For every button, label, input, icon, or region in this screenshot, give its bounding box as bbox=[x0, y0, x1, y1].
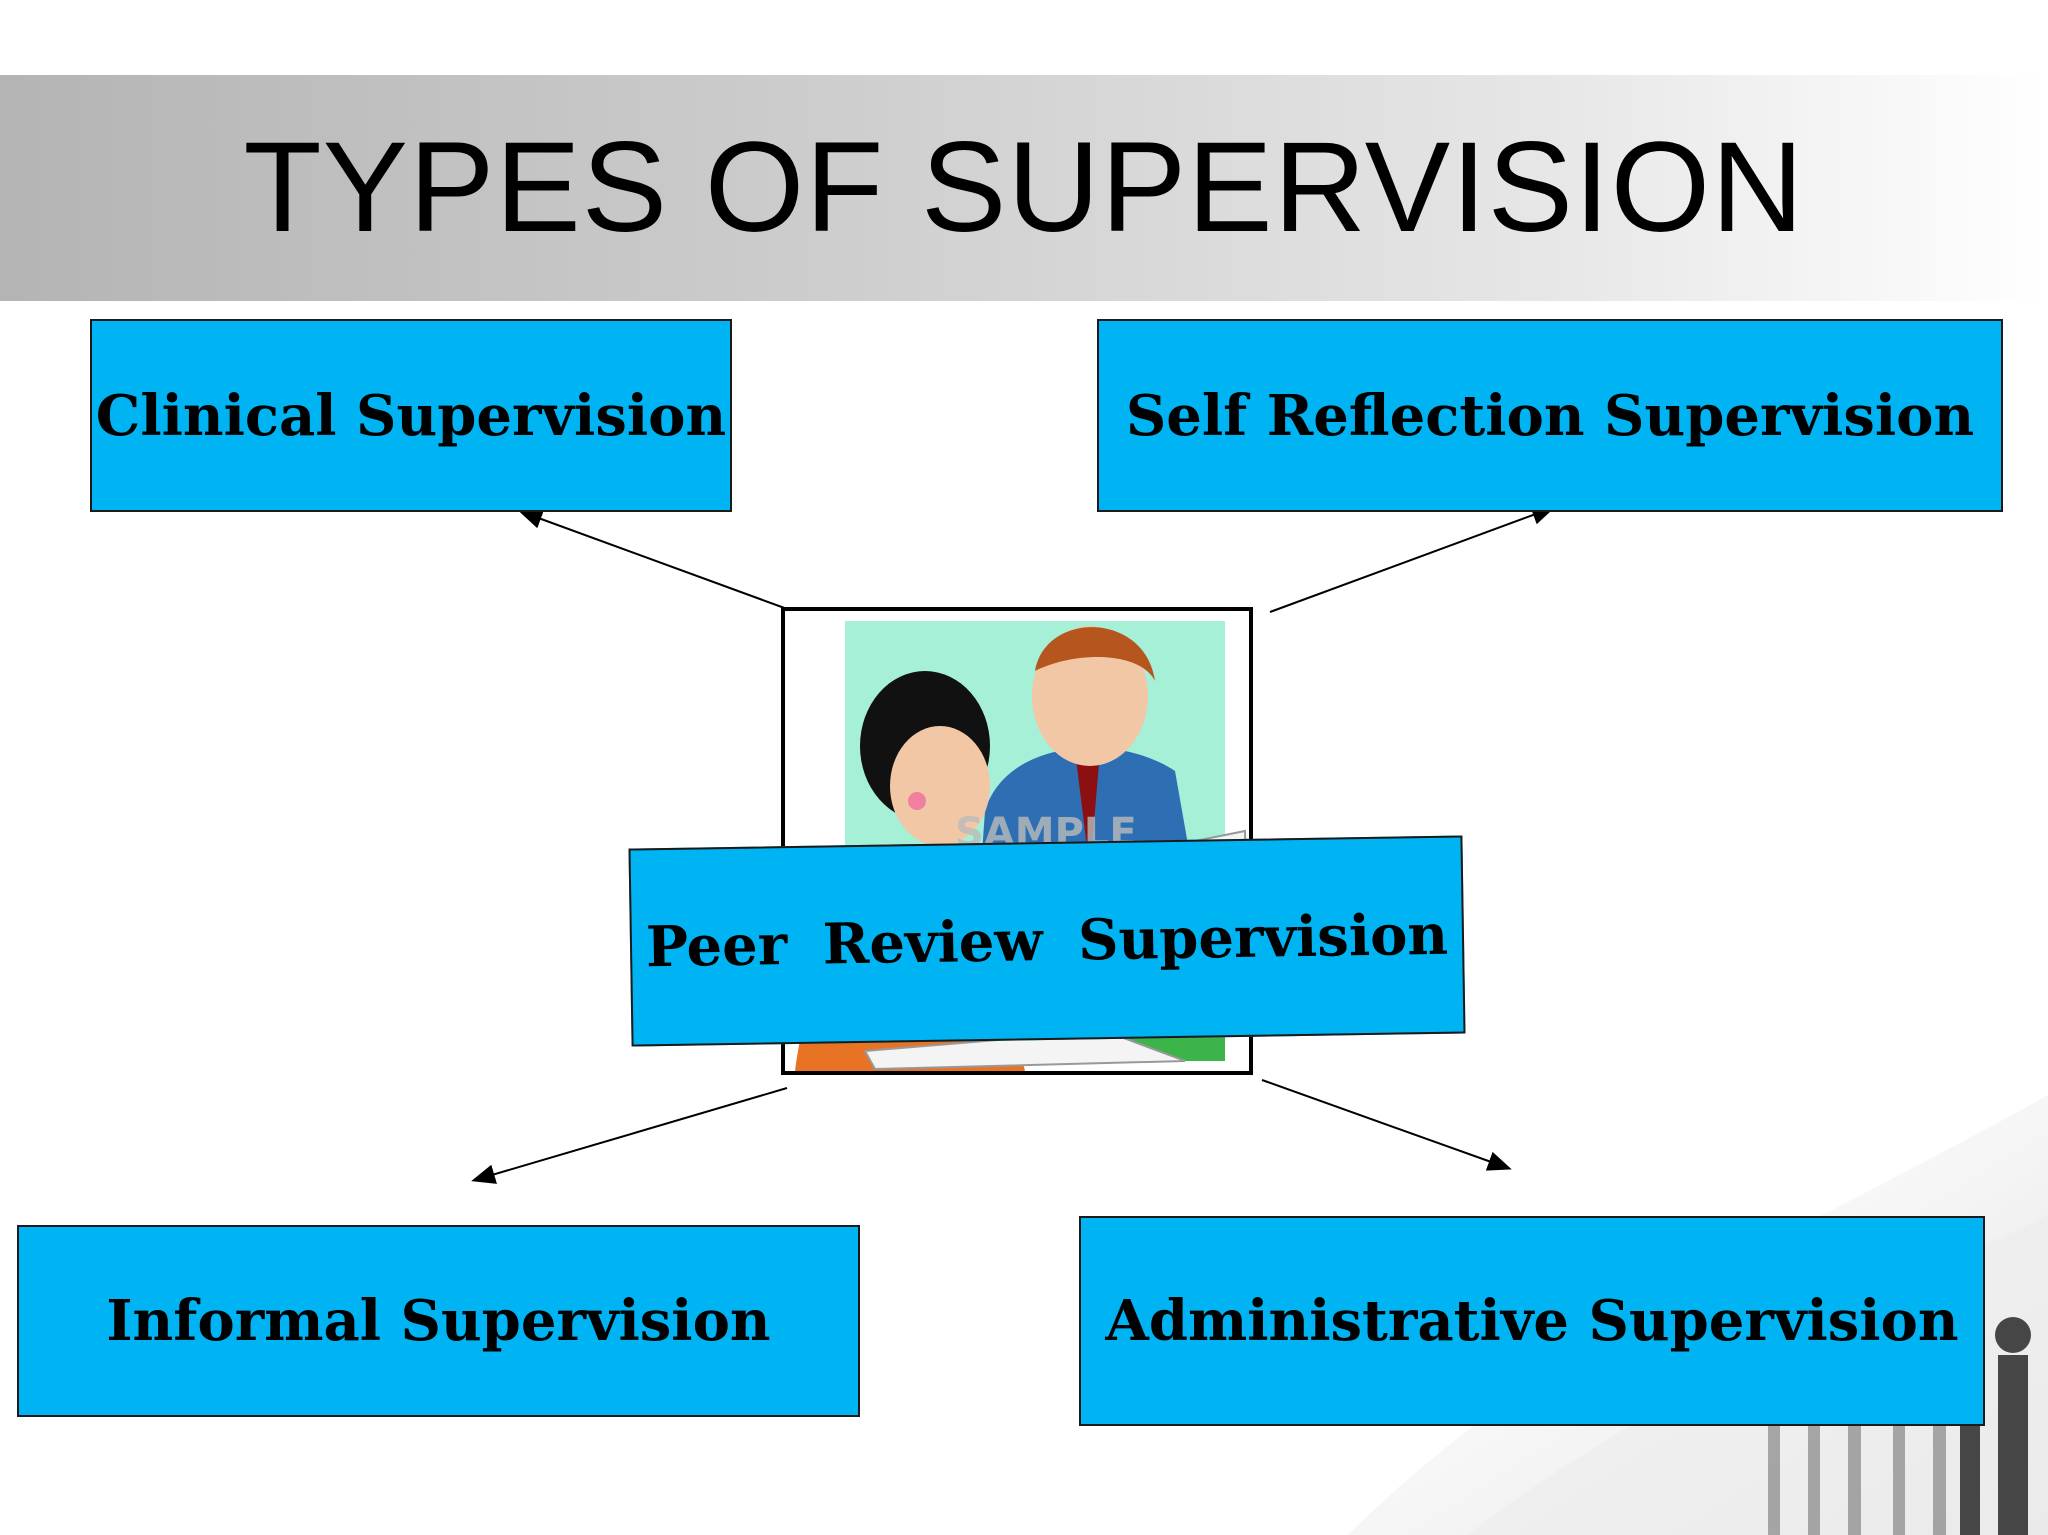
arrow-to-administrative bbox=[1261, 1079, 1512, 1171]
slide-title: TYPES OF SUPERVISION bbox=[243, 116, 1805, 259]
self-reflection-supervision-box: Self Reflection Supervision bbox=[1097, 319, 2003, 512]
arrow-to-clinical bbox=[518, 509, 791, 611]
administrative-supervision-box: Administrative Supervision bbox=[1079, 1216, 1985, 1426]
arrow-to-self-reflection bbox=[1269, 505, 1556, 613]
informal-supervision-box: Informal Supervision bbox=[17, 1225, 860, 1417]
arrow-to-informal bbox=[471, 1087, 788, 1184]
title-band bbox=[0, 75, 2048, 301]
peer-review-supervision-box: Peer Review Supervision bbox=[628, 835, 1466, 1047]
clinical-supervision-box: Clinical Supervision bbox=[90, 319, 732, 512]
